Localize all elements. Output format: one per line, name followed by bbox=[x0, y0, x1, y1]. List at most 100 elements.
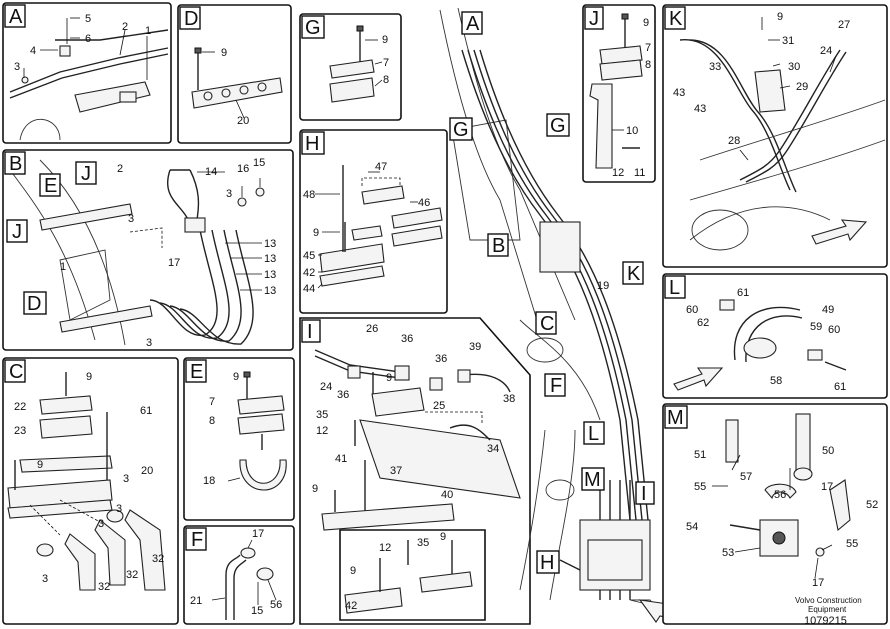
callout: 42 bbox=[303, 267, 315, 279]
callout: 56 bbox=[774, 489, 786, 501]
callout: 27 bbox=[838, 19, 850, 31]
callout: 18 bbox=[203, 475, 215, 487]
callout: 25 bbox=[433, 400, 445, 412]
callout: 24 bbox=[820, 45, 832, 57]
callout: 36 bbox=[435, 353, 447, 365]
main-boom-view: A G G B K 19 C F L M I H bbox=[439, 7, 690, 625]
callout: 24 bbox=[320, 381, 332, 393]
callout: 20 bbox=[237, 115, 249, 127]
callout: 52 bbox=[866, 499, 878, 511]
callout: 9 bbox=[221, 47, 227, 59]
callout: 43 bbox=[673, 87, 685, 99]
callout: 12 bbox=[316, 425, 328, 437]
callout: 2 bbox=[122, 21, 128, 33]
panel-e-letter: E bbox=[190, 361, 203, 383]
callout: 36 bbox=[337, 389, 349, 401]
callout: 13 bbox=[264, 285, 276, 297]
callout: 39 bbox=[469, 341, 481, 353]
callout: 10 bbox=[626, 125, 638, 137]
main-ref-g1: G bbox=[453, 119, 469, 141]
callout: 32 bbox=[126, 569, 138, 581]
footer-company: Volvo Construction bbox=[795, 596, 862, 605]
panel-m: M 51 50 57 55 17 52 54 56 53 55 17 Volvo… bbox=[662, 403, 888, 627]
callout: 45 bbox=[303, 250, 315, 262]
callout: 55 bbox=[846, 538, 858, 550]
callout: 7 bbox=[383, 57, 389, 69]
callout: 9 bbox=[86, 371, 92, 383]
callout: 38 bbox=[503, 393, 515, 405]
callout: 17 bbox=[168, 257, 180, 269]
main-ref-g2: G bbox=[550, 115, 566, 137]
panel-b-ref-d: D bbox=[27, 293, 41, 315]
callout: 11 bbox=[634, 167, 645, 179]
callout: 41 bbox=[335, 453, 347, 465]
callout: 9 bbox=[312, 483, 318, 495]
callout: 2 bbox=[117, 163, 123, 175]
main-ref-l: L bbox=[588, 423, 599, 445]
callout: 61 bbox=[834, 381, 846, 393]
callout: 40 bbox=[441, 489, 453, 501]
main-ref-c: C bbox=[540, 313, 554, 335]
callout: 23 bbox=[14, 425, 26, 437]
callout: 14 bbox=[205, 166, 217, 178]
callout: 29 bbox=[796, 81, 808, 93]
callout: 1 bbox=[60, 261, 66, 273]
callout: 34 bbox=[487, 443, 499, 455]
callout: 3 bbox=[14, 61, 20, 73]
panel-l-letter: L bbox=[669, 277, 680, 299]
callout: 62 bbox=[697, 317, 709, 329]
callout: 3 bbox=[128, 213, 134, 225]
callout: 20 bbox=[141, 465, 153, 477]
callout: 30 bbox=[788, 61, 800, 73]
callout: 50 bbox=[822, 445, 834, 457]
callout: 53 bbox=[722, 547, 734, 559]
callout: 35 bbox=[417, 537, 429, 549]
panel-b-ref-j2: J bbox=[12, 221, 22, 243]
callout: 31 bbox=[782, 35, 794, 47]
callout: 44 bbox=[303, 283, 315, 295]
callout: 13 bbox=[264, 238, 276, 250]
callout: 37 bbox=[390, 465, 402, 477]
callout: 17 bbox=[252, 528, 264, 540]
callout: 26 bbox=[366, 323, 378, 335]
callout: 17 bbox=[821, 481, 833, 493]
main-ref-m: M bbox=[584, 469, 601, 491]
callout: 9 bbox=[350, 565, 356, 577]
callout: 47 bbox=[375, 161, 387, 173]
panel-c: C 9 22 61 23 9 20 3 3 3 32 3 32 32 bbox=[2, 357, 179, 625]
callout: 35 bbox=[316, 409, 328, 421]
callout: 51 bbox=[694, 449, 706, 461]
callout: 32 bbox=[98, 581, 110, 593]
main-ref-k: K bbox=[627, 263, 641, 285]
panel-c-letter: C bbox=[9, 361, 23, 383]
callout: 48 bbox=[303, 189, 315, 201]
panel-b: B E J 2 14 16 15 3 J 3 1 17 13 13 13 13 … bbox=[2, 149, 294, 351]
panel-j-letter: J bbox=[589, 8, 599, 30]
callout: 61 bbox=[140, 405, 152, 417]
callout: 32 bbox=[152, 553, 164, 565]
callout: 58 bbox=[770, 375, 782, 387]
callout: 61 bbox=[737, 287, 749, 299]
panel-h: H 47 48 46 9 45 42 44 bbox=[299, 129, 448, 314]
callout: 12 bbox=[379, 542, 391, 554]
callout: 56 bbox=[270, 599, 282, 611]
main-ref-i: I bbox=[641, 483, 647, 505]
panel-a: A 5 6 4 3 2 1 bbox=[2, 2, 172, 144]
callout: 7 bbox=[209, 396, 215, 408]
callout: 9 bbox=[37, 459, 43, 471]
panel-g-letter: G bbox=[305, 17, 321, 39]
callout: 4 bbox=[30, 45, 36, 57]
panel-b-ref-e: E bbox=[44, 175, 57, 197]
callout: 9 bbox=[440, 531, 446, 543]
main-ref-a: A bbox=[466, 13, 480, 35]
callout: 3 bbox=[226, 188, 232, 200]
callout: 3 bbox=[116, 503, 122, 515]
panel-j: J 9 7 8 10 12 11 bbox=[582, 4, 656, 183]
callout: 15 bbox=[251, 605, 263, 617]
panel-h-letter: H bbox=[305, 133, 319, 155]
callout: 33 bbox=[709, 61, 721, 73]
callout: 49 bbox=[822, 304, 834, 316]
panel-m-letter: M bbox=[667, 407, 684, 429]
panel-a-letter: A bbox=[9, 6, 23, 28]
callout: 60 bbox=[686, 304, 698, 316]
